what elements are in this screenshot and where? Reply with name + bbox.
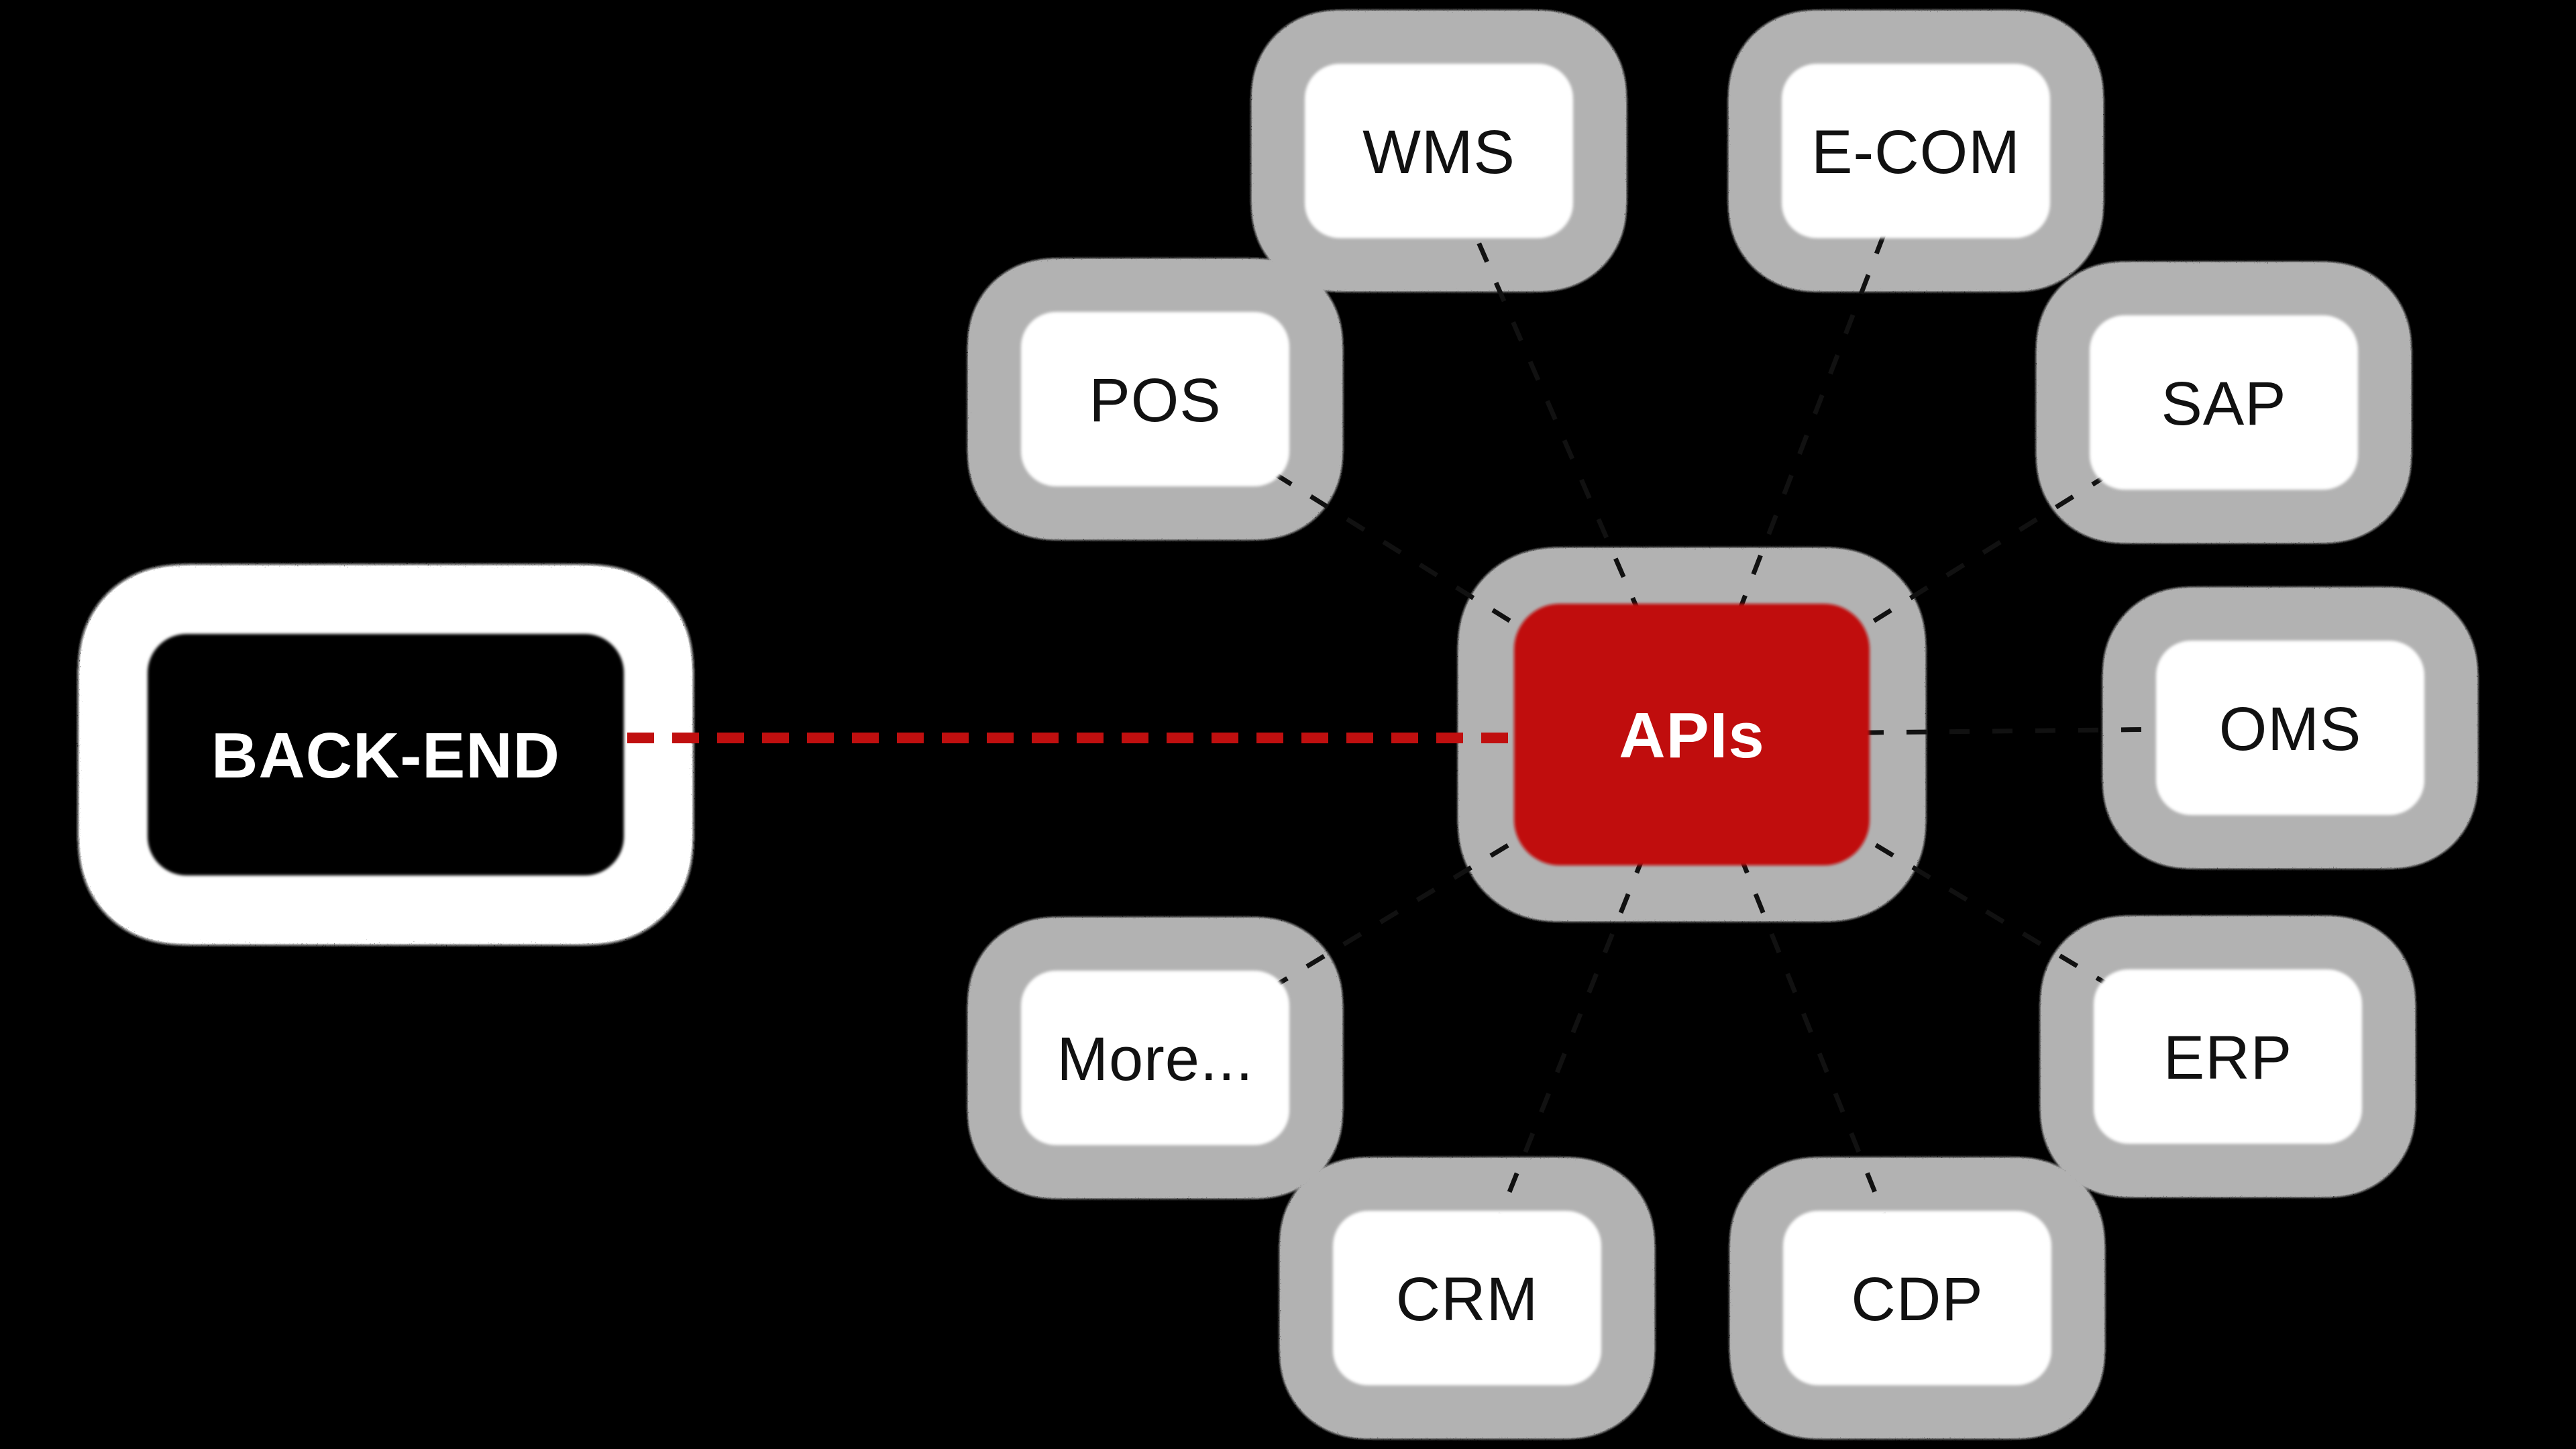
node-ecom-label: E-COM — [1811, 118, 2021, 186]
node-apis: APIs — [1514, 604, 1870, 865]
node-cdp-label: CDP — [1851, 1265, 1983, 1334]
node-crm-box — [1333, 1211, 1601, 1385]
node-oms-box — [2156, 641, 2424, 815]
node-sap-box — [2090, 315, 2358, 490]
node-ecom-box — [1782, 64, 2050, 238]
node-wms-label: WMS — [1362, 118, 1515, 186]
node-cdp-box — [1783, 1211, 2051, 1385]
node-backend: BACK-END — [148, 634, 624, 875]
node-pos: POS — [1021, 312, 1289, 486]
node-backend-label: BACK-END — [211, 720, 560, 792]
connector-apis-wms — [1436, 150, 1695, 736]
node-crm-label: CRM — [1396, 1265, 1539, 1334]
node-more: More... — [1021, 971, 1289, 1145]
node-more-box — [1021, 971, 1289, 1145]
node-backend-box — [148, 634, 624, 875]
node-erp-box — [2094, 969, 2362, 1144]
node-sap-label: SAP — [2161, 370, 2286, 438]
node-pos-label: POS — [1089, 366, 1221, 435]
node-layer: BACK-END APIs WMS E-COM POS SAP OMS — [148, 64, 2424, 1385]
node-sap: SAP — [2090, 315, 2358, 490]
node-erp-label: ERP — [2163, 1024, 2292, 1092]
node-oms: OMS — [2156, 641, 2424, 815]
node-oms-label: OMS — [2219, 695, 2362, 763]
node-crm: CRM — [1333, 1211, 1601, 1385]
node-erp: ERP — [2094, 969, 2362, 1144]
node-more-label: More... — [1057, 1025, 1253, 1093]
node-wms: WMS — [1305, 64, 1573, 238]
node-ecom: E-COM — [1782, 64, 2050, 238]
node-pos-box — [1021, 312, 1289, 486]
node-cdp: CDP — [1783, 1211, 2051, 1385]
node-apis-label: APIs — [1619, 700, 1764, 771]
node-wms-box — [1305, 64, 1573, 238]
node-apis-box — [1514, 604, 1870, 865]
